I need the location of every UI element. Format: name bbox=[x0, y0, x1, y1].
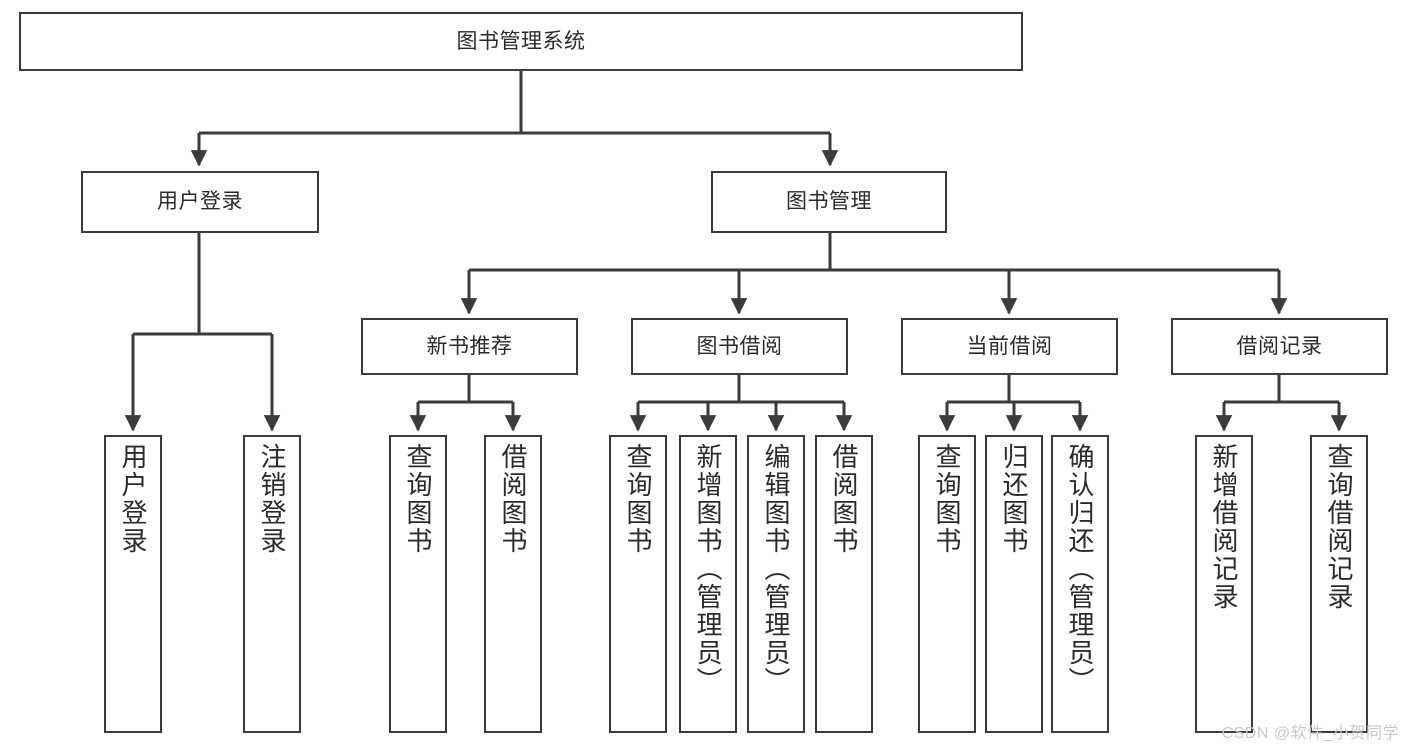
leaf-add-book-admin[interactable]: 新增图书（管理员） bbox=[679, 435, 737, 733]
watermark: CSDN @软件_小贺同学 bbox=[1221, 725, 1399, 742]
leaf-logout-login[interactable]: 注销登录 bbox=[243, 435, 301, 733]
node-label: 查询借阅记录 bbox=[1324, 443, 1354, 611]
node-label: 确认归还（管理员） bbox=[1065, 443, 1095, 695]
node-label: 借阅图书 bbox=[829, 443, 859, 555]
leaf-query-book-recommend[interactable]: 查询图书 bbox=[389, 435, 447, 733]
node-label: 当前借阅 bbox=[966, 334, 1053, 358]
node-root-system[interactable]: 图书管理系统 bbox=[19, 12, 1023, 71]
node-current-borrow[interactable]: 当前借阅 bbox=[901, 318, 1118, 375]
node-book-borrow[interactable]: 图书借阅 bbox=[631, 318, 848, 375]
leaf-query-book-current[interactable]: 查询图书 bbox=[918, 435, 976, 733]
leaf-query-borrow-record[interactable]: 查询借阅记录 bbox=[1310, 435, 1368, 733]
node-label: 新增借阅记录 bbox=[1209, 443, 1239, 611]
node-borrow-record[interactable]: 借阅记录 bbox=[1171, 318, 1388, 375]
node-label: 借阅图书 bbox=[498, 443, 528, 555]
leaf-query-book-borrow[interactable]: 查询图书 bbox=[609, 435, 667, 733]
leaf-user-login[interactable]: 用户登录 bbox=[104, 435, 162, 733]
node-label: 用户登录 bbox=[118, 443, 148, 555]
leaf-add-borrow-record[interactable]: 新增借阅记录 bbox=[1195, 435, 1253, 733]
node-label: 图书管理系统 bbox=[456, 29, 586, 53]
node-label: 注销登录 bbox=[257, 443, 287, 555]
leaf-confirm-return-admin[interactable]: 确认归还（管理员） bbox=[1051, 435, 1109, 733]
node-label: 归还图书 bbox=[999, 443, 1029, 555]
node-label: 查询图书 bbox=[623, 443, 653, 555]
node-label: 图书管理 bbox=[786, 190, 872, 214]
node-label: 图书借阅 bbox=[696, 334, 783, 358]
node-user-login[interactable]: 用户登录 bbox=[81, 171, 319, 233]
node-label: 借阅记录 bbox=[1236, 334, 1323, 358]
node-label: 编辑图书（管理员） bbox=[761, 443, 791, 695]
leaf-borrow-book-recommend[interactable]: 借阅图书 bbox=[484, 435, 542, 733]
node-label: 用户登录 bbox=[157, 190, 243, 214]
node-label: 新增图书（管理员） bbox=[693, 443, 723, 695]
leaf-edit-book-admin[interactable]: 编辑图书（管理员） bbox=[747, 435, 805, 733]
node-label: 查询图书 bbox=[403, 443, 433, 555]
node-new-book-recommend[interactable]: 新书推荐 bbox=[361, 318, 578, 375]
node-label: 查询图书 bbox=[932, 443, 962, 555]
leaf-return-book[interactable]: 归还图书 bbox=[985, 435, 1043, 733]
leaf-borrow-book[interactable]: 借阅图书 bbox=[815, 435, 873, 733]
node-label: 新书推荐 bbox=[426, 334, 513, 358]
node-book-management[interactable]: 图书管理 bbox=[711, 171, 947, 233]
